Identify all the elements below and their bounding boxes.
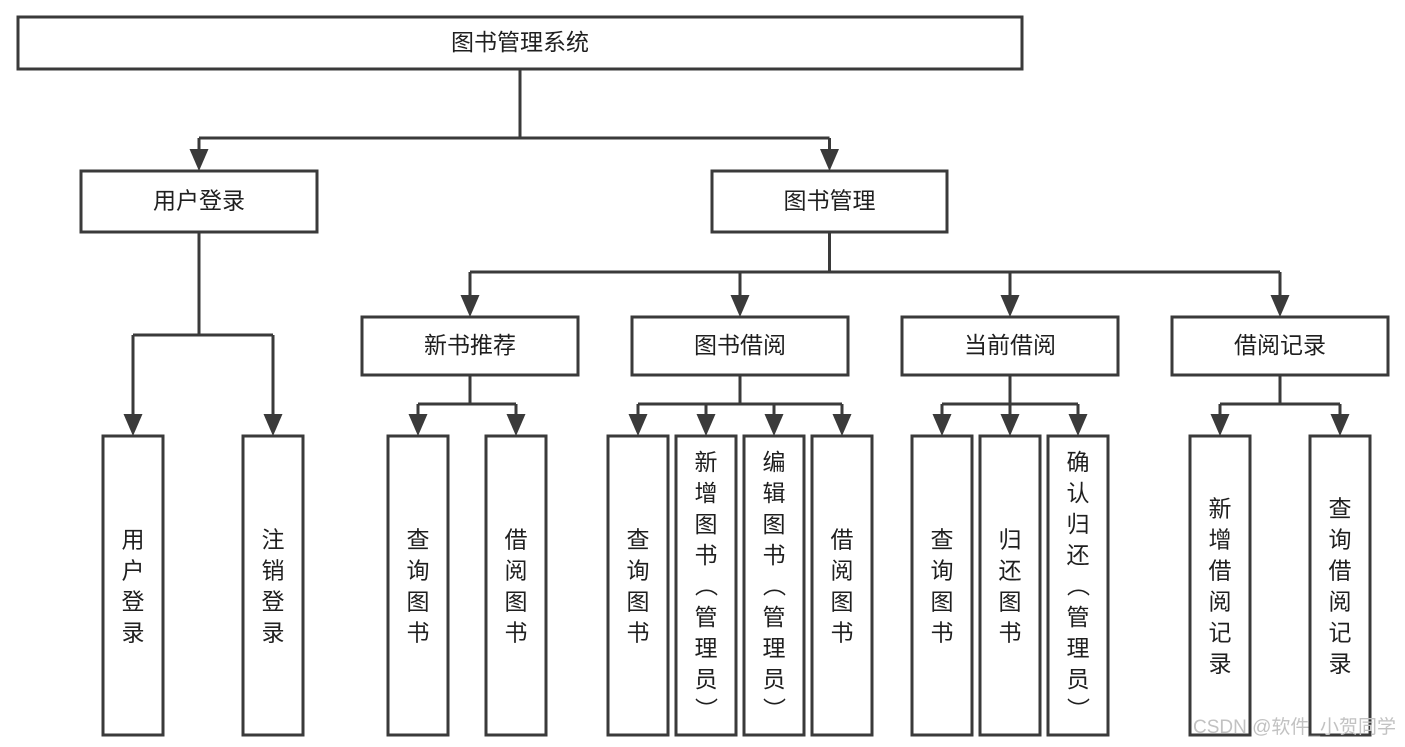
node-label: 归还图书 [999, 527, 1022, 646]
connector-group [189, 69, 839, 171]
node-label: 用户登录 [122, 527, 145, 646]
arrow-head-icon [730, 295, 750, 317]
arrow-head-icon [460, 295, 480, 317]
connector-group [123, 232, 283, 436]
node-box[interactable] [1188, 434, 1252, 737]
connector-group [932, 375, 1088, 436]
node-borrow[interactable]: 图书借阅 [630, 315, 850, 377]
arrow-head-icon [628, 414, 648, 436]
arrow-head-icon [1210, 414, 1230, 436]
node-label: 查询图书 [407, 527, 430, 646]
node-leaf10[interactable]: 归还图书 [978, 434, 1042, 737]
node-records[interactable]: 借阅记录 [1170, 315, 1390, 377]
node-label: 编辑图书（管理员） [763, 449, 787, 723]
arrow-head-icon [764, 414, 784, 436]
connector-group [1210, 375, 1350, 436]
node-login[interactable]: 用户登录 [79, 169, 319, 234]
node-box[interactable] [16, 15, 1024, 71]
connector-group [628, 375, 852, 436]
node-label: 查询图书 [931, 527, 954, 646]
node-box[interactable] [1170, 315, 1390, 377]
node-leaf4[interactable]: 借阅图书 [484, 434, 548, 737]
arrow-head-icon [1000, 295, 1020, 317]
arrow-head-icon [820, 149, 839, 171]
node-box[interactable] [79, 169, 319, 234]
node-box[interactable] [360, 315, 580, 377]
node-newbook[interactable]: 新书推荐 [360, 315, 580, 377]
node-box[interactable] [1046, 434, 1110, 737]
node-leaf7[interactable]: 编辑图书（管理员） [742, 434, 806, 737]
node-box[interactable] [241, 434, 305, 737]
arrow-head-icon [1270, 295, 1290, 317]
node-box[interactable] [386, 434, 450, 737]
node-box[interactable] [674, 434, 738, 737]
node-box[interactable] [900, 315, 1120, 377]
node-leaf3[interactable]: 查询图书 [386, 434, 450, 737]
node-label: 图书管理系统 [451, 29, 589, 55]
arrow-head-icon [832, 414, 852, 436]
connector-group [460, 232, 1290, 317]
node-box[interactable] [630, 315, 850, 377]
node-label: 用户登录 [153, 188, 245, 214]
node-label: 当前借阅 [964, 332, 1056, 358]
node-leaf12[interactable]: 新增借阅记录 [1188, 434, 1252, 737]
arrow-head-icon [696, 414, 716, 436]
node-root[interactable]: 图书管理系统 [16, 15, 1024, 71]
node-bookmgmt[interactable]: 图书管理 [710, 169, 949, 234]
arrow-head-icon [1330, 414, 1350, 436]
arrow-head-icon [189, 149, 209, 171]
node-label: 查询借阅记录 [1329, 496, 1352, 677]
arrow-head-icon [932, 414, 952, 436]
arrow-head-icon [408, 414, 428, 436]
arrow-head-icon [506, 414, 526, 436]
node-box[interactable] [1308, 434, 1372, 737]
node-label: 查询图书 [627, 527, 650, 646]
node-box[interactable] [606, 434, 670, 737]
arrow-head-icon [123, 414, 143, 436]
node-box[interactable] [978, 434, 1042, 737]
node-label: 图书借阅 [694, 332, 786, 358]
node-leaf11[interactable]: 确认归还（管理员） [1046, 434, 1110, 737]
node-leaf9[interactable]: 查询图书 [910, 434, 974, 737]
connector-group [408, 375, 526, 436]
node-box[interactable] [910, 434, 974, 737]
arrow-head-icon [1068, 414, 1088, 436]
node-label: 新增图书（管理员） [695, 449, 719, 723]
csdn-watermark: CSDN @软件_小贺同学 [1193, 716, 1396, 738]
node-leaf2[interactable]: 注销登录 [241, 434, 305, 737]
edge-layer [123, 69, 1350, 436]
node-box[interactable] [101, 434, 165, 737]
arrow-head-icon [1000, 414, 1020, 436]
node-box[interactable] [710, 169, 949, 234]
node-label: 新书推荐 [424, 332, 516, 358]
node-label: 确认归还（管理员） [1067, 449, 1091, 723]
node-label: 借阅图书 [505, 527, 528, 646]
node-label: 图书管理 [784, 188, 876, 214]
node-current[interactable]: 当前借阅 [900, 315, 1120, 377]
node-label: 借阅图书 [831, 527, 854, 646]
arrow-head-icon [263, 414, 283, 436]
node-leaf8[interactable]: 借阅图书 [810, 434, 874, 737]
node-label: 注销登录 [262, 527, 285, 646]
node-leaf13[interactable]: 查询借阅记录 [1308, 434, 1372, 737]
node-label: 新增借阅记录 [1209, 496, 1232, 677]
node-label: 借阅记录 [1234, 332, 1326, 358]
node-layer: 图书管理系统用户登录图书管理新书推荐图书借阅当前借阅借阅记录用户登录注销登录查询… [16, 15, 1390, 737]
node-box[interactable] [484, 434, 548, 737]
node-leaf6[interactable]: 新增图书（管理员） [674, 434, 738, 737]
node-box[interactable] [742, 434, 806, 737]
node-leaf1[interactable]: 用户登录 [101, 434, 165, 737]
node-leaf5[interactable]: 查询图书 [606, 434, 670, 737]
node-box[interactable] [810, 434, 874, 737]
